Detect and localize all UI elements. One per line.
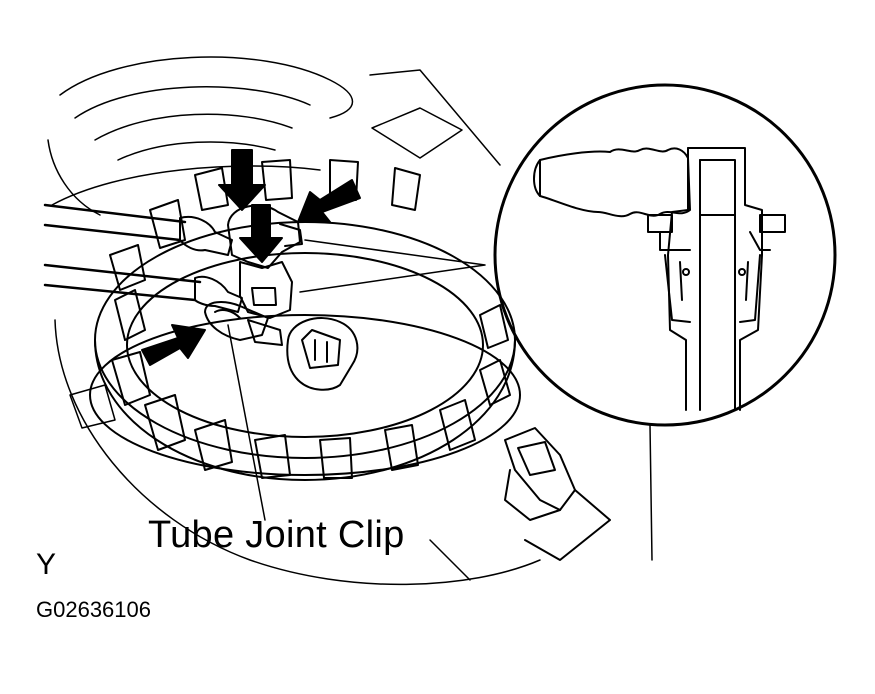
indication-arrows [141,149,361,366]
fuel-tubes [43,203,243,313]
figure-id-label: G02636106 [36,597,151,622]
arrow-down-2 [239,204,283,263]
leader-lines [227,239,486,521]
electrical-connector [286,317,359,391]
view-letter-label: Y [36,548,57,581]
tank-housing [47,56,541,586]
detail-magnifier [493,83,837,561]
bracket [504,427,611,561]
tube-joint-clip-label: Tube Joint Clip [148,514,405,556]
arrow-down-1 [218,149,266,211]
tube-joint-assembly [204,204,303,346]
arrow-left [297,179,361,223]
arrow-right [141,324,206,366]
